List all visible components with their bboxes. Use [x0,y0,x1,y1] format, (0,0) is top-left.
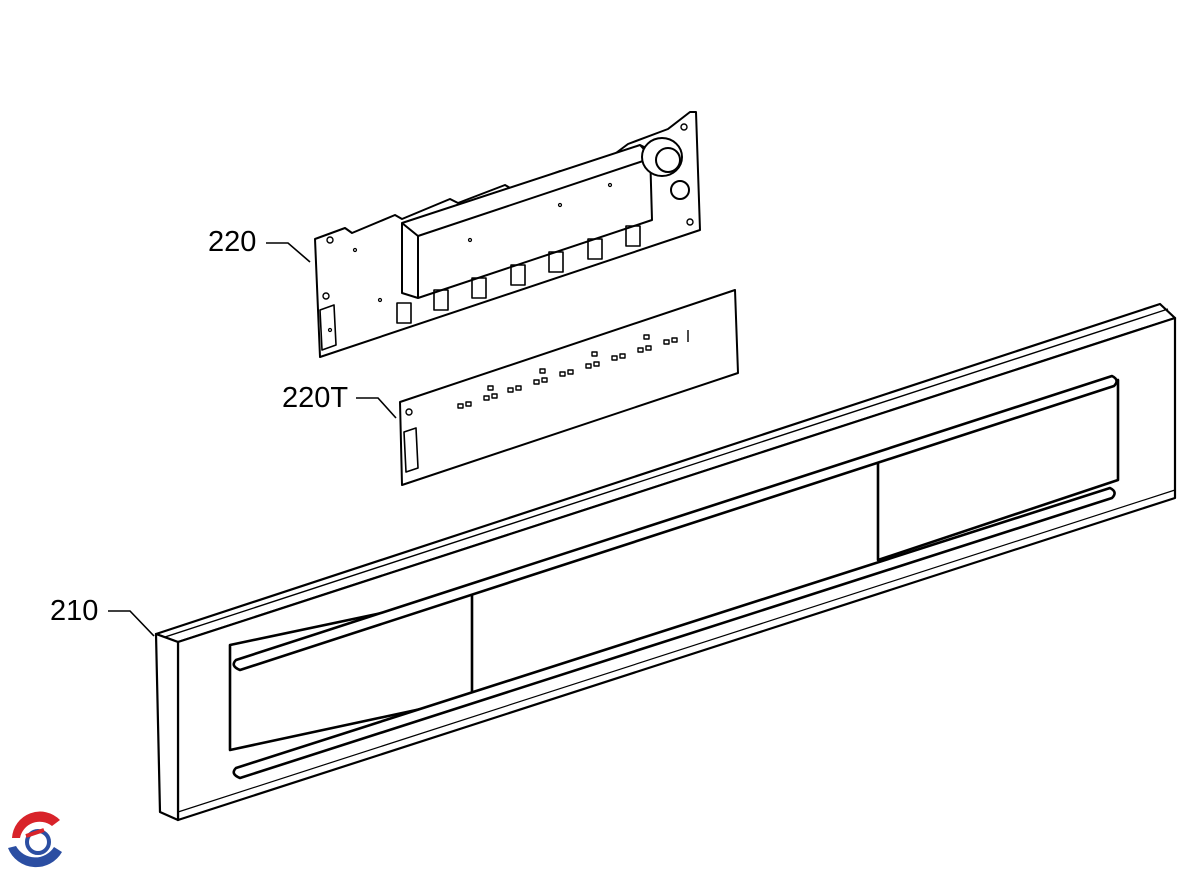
part-220-control-board [314,111,701,358]
part-210-front-panel [154,302,1177,822]
leader-220T [356,397,397,419]
callout-220T: 220T [282,382,349,414]
leader-220 [266,242,311,263]
leader-lines [108,242,397,637]
leader-210 [108,610,155,637]
brand-logo-icon [8,811,62,868]
callout-210: 210 [50,595,99,627]
callout-220: 220 [208,226,257,258]
part-220T-touch-board [399,289,739,486]
